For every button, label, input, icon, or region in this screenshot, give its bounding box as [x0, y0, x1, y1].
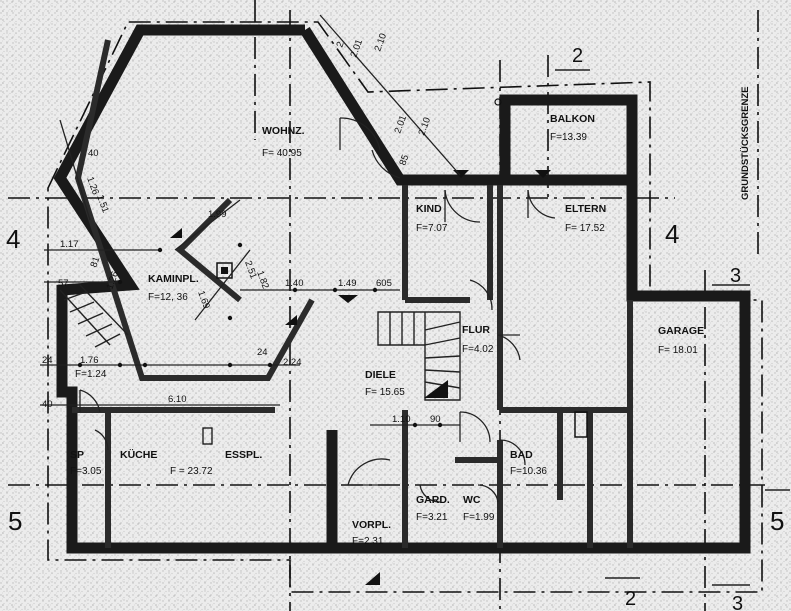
room-area: F = 23.72 [170, 466, 213, 477]
dim-2: 2 [334, 40, 346, 49]
room-wohnz: WOHNZ. F= 40.95 [262, 125, 305, 159]
room-name: BAD [510, 449, 533, 461]
dim-90: 90 [430, 414, 441, 425]
room-bad: BAD F=10.36 [510, 449, 547, 477]
room-area: F=3.21 [416, 512, 448, 523]
room-name: WOHNZ. [262, 125, 305, 137]
section-4-left-label: 4 [6, 224, 20, 254]
room-diele: DIELE F= 15.65 [365, 369, 405, 398]
dim-2-24: 2.24 [283, 357, 302, 368]
dim-605: 605 [376, 278, 392, 289]
room-area: F=1.99 [463, 512, 495, 523]
dim-1-10: 1.10 [392, 414, 411, 425]
section-5-left-label: 5 [8, 506, 22, 536]
side-staircase [59, 284, 129, 348]
room-eltern: ELTERN F= 17.52 [565, 203, 606, 234]
dim-1-17: 1.17 [60, 239, 79, 250]
dim-6-10: 6.10 [168, 394, 187, 405]
section-2-top-label: 2 [572, 45, 583, 67]
room-name: SP [70, 449, 84, 461]
room-name: ELTERN [565, 203, 606, 215]
door-swings [79, 117, 556, 503]
room-area: F=12, 36 [148, 292, 188, 303]
section-marker-5-right: 5 [765, 489, 790, 536]
room-area: F=2.31 [352, 536, 384, 547]
light-fixture-icon [494, 98, 502, 106]
room-area: F=4.02 [462, 344, 494, 355]
room-vorpl: VORPL. F=2.31 [352, 519, 391, 547]
section-marker-2-bottom: 2 [605, 577, 640, 610]
room-name: KIND [416, 203, 442, 215]
room-area: F= 40.95 [262, 148, 302, 159]
dim-1-49: 1.49 [338, 278, 357, 289]
section-5-right-label: 5 [770, 506, 784, 536]
room-sp: SP F=3.05 [70, 449, 102, 477]
section-marker-4-left: 4 [6, 224, 20, 254]
room-area: F=7.07 [416, 223, 448, 234]
room-area: F= 17.52 [565, 223, 605, 234]
room-kueche: KÜCHE F = 23.72 [120, 448, 213, 477]
room-area: F=3.05 [70, 466, 102, 477]
room-name: FLUR [462, 324, 490, 336]
room-flur: FLUR F=4.02 [462, 324, 494, 355]
room-area: F= 15.65 [365, 387, 405, 398]
shaft-icon [574, 411, 588, 438]
room-area: F=10.36 [510, 466, 547, 477]
room-name: DIELE [365, 369, 396, 381]
room-wc: WC F=1.99 [463, 494, 495, 523]
section-marker-2-top: 2 [555, 45, 590, 71]
dim-81: 81 [88, 255, 102, 269]
section-marker-3-bottom: 3 [712, 584, 750, 611]
room-name: ESSPL. [225, 449, 262, 461]
room-kind: KIND F=7.07 [416, 203, 448, 234]
room-kaminpl: KAMINPL. F=12, 36 [148, 273, 199, 303]
dim-85: 85 [397, 153, 411, 167]
room-name: GARAGE [658, 325, 704, 337]
section-marker-4-right: 4 [665, 219, 679, 249]
room-area: F=13.39 [550, 132, 587, 143]
dim-1-99: 1.99 [208, 209, 227, 220]
fireplace-icon [216, 262, 233, 279]
room-gard: GARD. F=3.21 [416, 494, 450, 523]
dim-24-a: 24 [42, 355, 53, 366]
dim-1-76: 1.76 [80, 355, 99, 366]
room-area: F= 18.01 [658, 345, 698, 356]
room-area: F=1.24 [75, 369, 107, 380]
room-name: BALKON [550, 113, 595, 125]
room-name: WC [463, 494, 481, 506]
level-markers [170, 170, 551, 585]
dim-40-a: 40 [88, 148, 99, 159]
dim-40-b: 40 [42, 399, 53, 410]
dimension-ticks [77, 242, 443, 428]
room-garage: GARAGE F= 18.01 [658, 325, 704, 356]
interior-walls [72, 39, 633, 548]
main-staircase [377, 311, 461, 401]
section-3-right-label: 3 [730, 265, 741, 287]
property-boundary-label: GRUNDSTÜCKSGRENZE [740, 87, 751, 200]
room-small: F=1.24 [75, 369, 107, 380]
dim-1-40: 1.40 [285, 278, 304, 289]
exterior-walls [53, 24, 751, 554]
section-3-bottom-label: 3 [732, 593, 743, 611]
section-marker-3-right: 3 [712, 265, 750, 287]
room-name: KÜCHE [120, 448, 157, 461]
room-name: KAMINPL. [148, 273, 199, 285]
section-marker-5-left: 5 [8, 506, 22, 536]
dimension-labels: 2.01 2.10 2 2.01 2.10 85 40 1.26 1.51 1.… [42, 32, 441, 425]
room-name: VORPL. [352, 519, 391, 531]
room-name: GARD. [416, 494, 450, 506]
chimney-icon [202, 427, 213, 445]
section-2-bottom-label: 2 [625, 588, 636, 610]
dim-57: 57 [58, 278, 69, 289]
section-4-right-label: 4 [665, 219, 679, 249]
room-esspl: ESSPL. [225, 449, 262, 461]
room-balkon: BALKON F=13.39 [550, 113, 595, 143]
dim-24-b: 24 [257, 347, 268, 358]
